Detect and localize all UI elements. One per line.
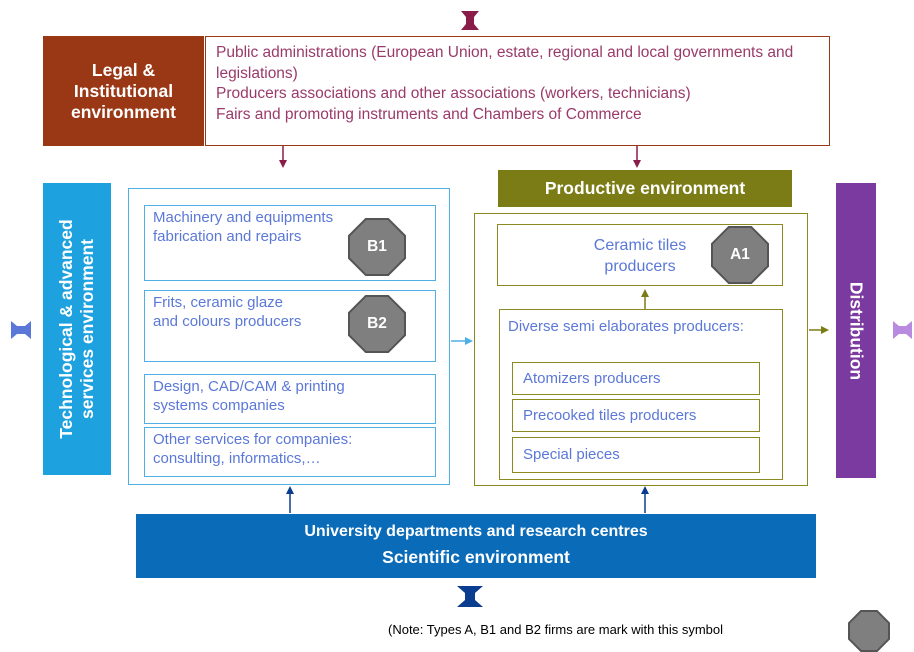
badge-b1-label: B1 (367, 238, 387, 255)
legal-down-arrows (279, 146, 641, 168)
legal-item-fairs: Fairs and promoting instruments and Cham… (216, 105, 642, 123)
semi-to-ceramic-arrow (641, 289, 649, 309)
badge-b2-label: B2 (367, 315, 387, 332)
tech-box-other-services: Other services for companies: consulting… (144, 427, 436, 477)
scientific-up-arrows (286, 486, 649, 513)
right-double-arrow-icon (893, 321, 912, 339)
badge-a1-octagon-icon: A1 (713, 228, 767, 282)
badge-a1-label: A1 (730, 246, 750, 263)
scientific-line-2: Scientific environment (382, 547, 570, 567)
tech-to-productive-arrow (451, 337, 473, 345)
top-double-arrow-icon (461, 11, 479, 30)
tech-box-machinery: Machinery and equipments fabrication and… (144, 205, 436, 281)
legal-item-public-administrations: Public administrations (European Union, … (216, 44, 794, 82)
ceramic-tiles-box: Ceramic tiles producers (497, 224, 783, 286)
tech-services-container (128, 188, 450, 485)
tech-environment-header: Technological & advanced services enviro… (43, 183, 111, 475)
legend-note: (Note: Types A, B1 and B2 firms are mark… (388, 622, 723, 637)
scientific-environment-box: University departments and research cent… (136, 514, 816, 578)
badge-b2-octagon-icon: B2 (350, 297, 404, 351)
left-double-arrow-icon (11, 321, 31, 339)
legal-item-associations: Producers associations and other associa… (216, 85, 691, 102)
tech-box-design-text: Design, CAD/CAM & printing systems compa… (153, 378, 345, 414)
legal-environment-box: Public administrations (European Union, … (205, 36, 830, 146)
semi-item-atomizers: Atomizers producers (512, 362, 760, 395)
productive-environment-header: Productive environment (498, 170, 792, 207)
semi-item-precooked-text: Precooked tiles producers (523, 407, 697, 424)
semi-elaborates-title: Diverse semi elaborates producers: (508, 318, 744, 335)
productive-to-distribution-arrow (809, 326, 829, 334)
tech-box-machinery-text: Machinery and equipments fabrication and… (153, 209, 334, 245)
semi-item-atomizers-text: Atomizers producers (523, 370, 661, 387)
semi-elaborates-box: Diverse semi elaborates producers: (499, 309, 783, 480)
productive-title: Productive environment (544, 178, 746, 198)
semi-item-special-pieces-text: Special pieces (523, 446, 620, 463)
badge-b1-octagon-icon: B1 (350, 220, 404, 274)
legal-title-line-3: environment (70, 101, 177, 122)
semi-item-precooked: Precooked tiles producers (512, 399, 760, 432)
tech-box-other-services-text: Other services for companies: consulting… (153, 431, 353, 467)
productive-environment-container (474, 213, 808, 486)
legend-octagon-icon (850, 612, 888, 650)
legal-environment-header: Legal & Institutional environment (43, 36, 204, 146)
semi-item-special-pieces: Special pieces (512, 437, 760, 473)
legal-title-line-1: Legal & (91, 59, 156, 80)
distribution-header: Distribution (836, 183, 876, 478)
ceramic-tiles-text: Ceramic tiles producers (593, 237, 687, 275)
tech-box-frits: Frits, ceramic glaze and colours produce… (144, 290, 436, 362)
tech-box-frits-text: Frits, ceramic glaze and colours produce… (153, 294, 302, 330)
bottom-double-arrow-icon (457, 586, 483, 607)
tech-box-design: Design, CAD/CAM & printing systems compa… (144, 374, 436, 424)
legal-title-line-2: Institutional (73, 80, 174, 101)
scientific-line-1: University departments and research cent… (304, 523, 648, 540)
